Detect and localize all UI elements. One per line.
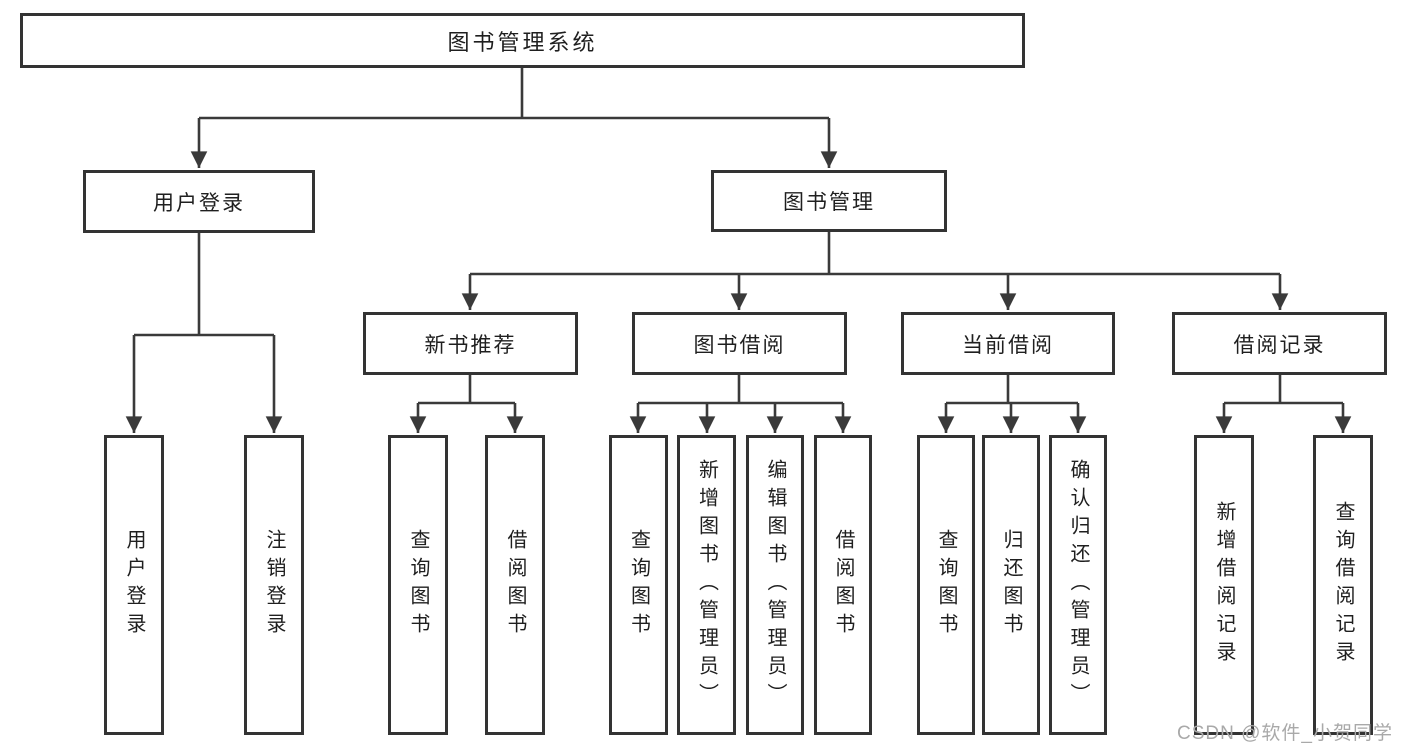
leaf-query-borrow-record-label: 查询借阅记录 bbox=[1332, 501, 1354, 669]
node-root-label: 图书管理系统 bbox=[447, 29, 598, 55]
node-borrowing-records-label: 借阅记录 bbox=[1233, 333, 1326, 357]
node-book-borrowing-label: 图书借阅 bbox=[693, 333, 786, 357]
leaf-add-borrow-record-label: 新增借阅记录 bbox=[1213, 501, 1235, 669]
leaf-query-books-1: 查询图书 bbox=[388, 435, 448, 735]
node-root-system: 图书管理系统 bbox=[20, 13, 1025, 68]
node-book-borrowing: 图书借阅 bbox=[632, 312, 847, 375]
leaf-logout-label: 注销登录 bbox=[263, 529, 285, 641]
leaf-return-books: 归还图书 bbox=[982, 435, 1040, 735]
node-user-login: 用户登录 bbox=[83, 170, 315, 233]
leaf-user-login: 用户登录 bbox=[104, 435, 164, 735]
csdn-watermark: CSDN @软件_小贺同学 bbox=[1177, 723, 1393, 744]
leaf-confirm-return-admin: 确认归还（管理员） bbox=[1049, 435, 1107, 735]
leaf-add-books-admin-label: 新增图书（管理员） bbox=[695, 459, 718, 711]
leaf-borrow-books-1-label: 借阅图书 bbox=[504, 529, 526, 641]
leaf-user-login-label: 用户登录 bbox=[123, 529, 145, 641]
node-new-book-recommend: 新书推荐 bbox=[363, 312, 578, 375]
leaf-query-borrow-record: 查询借阅记录 bbox=[1313, 435, 1373, 735]
leaf-borrow-books-2: 借阅图书 bbox=[814, 435, 872, 735]
leaf-return-books-label: 归还图书 bbox=[1000, 529, 1022, 641]
leaf-edit-books-admin: 编辑图书（管理员） bbox=[746, 435, 804, 735]
node-borrowing-records: 借阅记录 bbox=[1172, 312, 1387, 375]
leaf-add-borrow-record: 新增借阅记录 bbox=[1194, 435, 1254, 735]
leaf-query-books-2-label: 查询图书 bbox=[627, 529, 650, 641]
node-book-management: 图书管理 bbox=[711, 170, 947, 232]
node-new-book-recommend-label: 新书推荐 bbox=[424, 333, 517, 357]
leaf-confirm-return-admin-label: 确认归还（管理员） bbox=[1067, 459, 1089, 711]
leaf-query-books-1-label: 查询图书 bbox=[407, 529, 429, 641]
node-book-management-label: 图书管理 bbox=[783, 191, 875, 214]
node-current-borrowing: 当前借阅 bbox=[901, 312, 1115, 375]
leaf-query-books-3-label: 查询图书 bbox=[935, 529, 957, 641]
node-current-borrowing-label: 当前借阅 bbox=[962, 333, 1054, 357]
leaf-logout: 注销登录 bbox=[244, 435, 304, 735]
leaf-borrow-books-2-label: 借阅图书 bbox=[832, 529, 854, 641]
leaf-borrow-books-1: 借阅图书 bbox=[485, 435, 545, 735]
leaf-query-books-2: 查询图书 bbox=[609, 435, 668, 735]
leaf-edit-books-admin-label: 编辑图书（管理员） bbox=[764, 459, 786, 711]
leaf-query-books-3: 查询图书 bbox=[917, 435, 975, 735]
leaf-add-books-admin: 新增图书（管理员） bbox=[677, 435, 736, 735]
node-user-login-label: 用户登录 bbox=[153, 191, 245, 215]
